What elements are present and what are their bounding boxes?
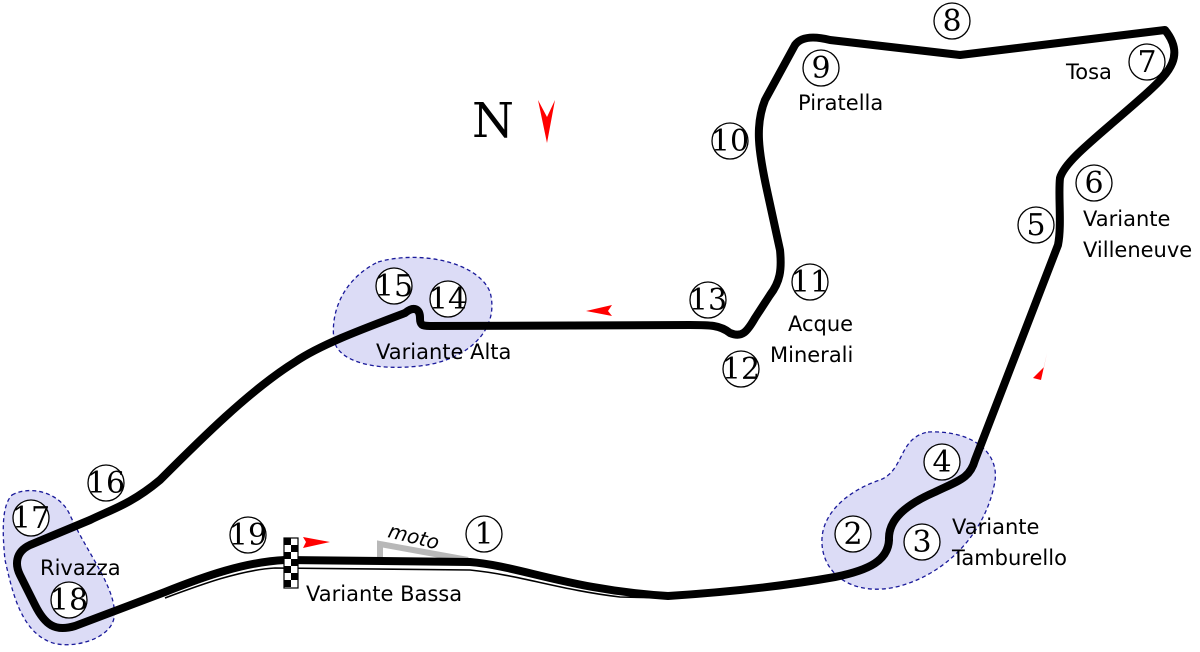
corner-number-4: 4: [932, 445, 951, 480]
north-arrow-icon: [538, 100, 555, 143]
corner-circle: [50, 581, 88, 619]
corner-marker-14: 14: [429, 280, 467, 318]
corner-number-10: 10: [711, 124, 749, 159]
label-piratella: Piratella: [798, 91, 883, 115]
label-rivazza: Rivazza: [40, 556, 121, 580]
pit-lane-line: [164, 567, 669, 599]
corner-circle: [722, 350, 760, 388]
corner-marker-13: 13: [689, 281, 727, 319]
corner-number-11: 11: [791, 265, 829, 300]
corner-circle: [933, 2, 971, 40]
corner-number-2: 2: [843, 517, 862, 552]
label-acque-line2: Minerali: [770, 343, 853, 367]
track-outline: [13, 26, 1179, 633]
label-variante-alta: Variante Alta: [376, 340, 511, 364]
label-villeneuve-line2: Villeneuve: [1083, 238, 1192, 262]
north-label: N: [472, 93, 514, 149]
corner-circle: [923, 443, 961, 481]
corner-number-3: 3: [912, 525, 931, 560]
corner-circle: [465, 515, 503, 553]
corner-number-9: 9: [811, 51, 830, 86]
corner-number-1: 1: [474, 517, 493, 552]
label-villeneuve-line1: Variante: [1083, 207, 1170, 231]
corner-number-5: 5: [1026, 208, 1045, 243]
corner-circle: [1075, 164, 1113, 202]
corner-marker-11: 11: [791, 263, 829, 301]
corner-number-7: 7: [1137, 45, 1156, 80]
corner-circle: [903, 523, 941, 561]
corner-marker-17: 17: [12, 499, 50, 537]
corner-marker-18: 18: [50, 581, 88, 619]
start-finish-line: [283, 537, 299, 589]
corner-circle: [834, 515, 872, 553]
corner-circle: [689, 281, 727, 319]
corner-number-6: 6: [1084, 166, 1103, 201]
corner-marker-5: 5: [1017, 206, 1055, 244]
corner-circle: [229, 516, 267, 554]
label-variante-bassa: Variante Bassa: [306, 582, 462, 606]
corner-number-16: 16: [87, 466, 125, 501]
direction-arrow-start: [303, 537, 330, 548]
corner-marker-1: 1: [465, 515, 503, 553]
corner-marker-4: 4: [923, 443, 961, 481]
corner-marker-9: 9: [802, 49, 840, 87]
label-tamburello-line1: Variante: [952, 515, 1039, 539]
corner-marker-12: 12: [722, 350, 760, 388]
corner-circle: [12, 499, 50, 537]
corner-number-17: 17: [12, 501, 50, 536]
moto-line: [377, 540, 469, 563]
corner-circle: [429, 280, 467, 318]
label-acque-line1: Acque: [788, 312, 853, 336]
corner-marker-10: 10: [711, 122, 749, 160]
corner-marker-16: 16: [87, 464, 125, 502]
label-tosa: Tosa: [1065, 60, 1112, 84]
corner-number-19: 19: [229, 518, 267, 553]
corner-marker-3: 3: [903, 523, 941, 561]
corner-marker-19: 19: [229, 516, 267, 554]
corner-marker-6: 6: [1075, 164, 1113, 202]
corner-circle: [791, 263, 829, 301]
corner-circle: [1128, 43, 1166, 81]
corner-circle: [711, 122, 749, 160]
corner-marker-7: 7: [1128, 43, 1166, 81]
corner-circle: [802, 49, 840, 87]
corner-number-12: 12: [722, 352, 760, 387]
corner-marker-2: 2: [834, 515, 872, 553]
direction-arrow-back-straight: [586, 305, 612, 316]
corner-marker-15: 15: [375, 267, 413, 305]
corner-circle: [87, 464, 125, 502]
corner-number-18: 18: [50, 583, 88, 618]
corner-number-14: 14: [429, 282, 467, 317]
corner-circle: [375, 267, 413, 305]
direction-arrow-east: [1033, 353, 1047, 380]
corner-circle: [1017, 206, 1055, 244]
corner-number-8: 8: [942, 4, 961, 39]
label-tamburello-line2: Tamburello: [951, 546, 1067, 570]
corner-marker-8: 8: [933, 2, 971, 40]
corner-number-15: 15: [375, 269, 413, 304]
corner-number-13: 13: [689, 283, 727, 318]
